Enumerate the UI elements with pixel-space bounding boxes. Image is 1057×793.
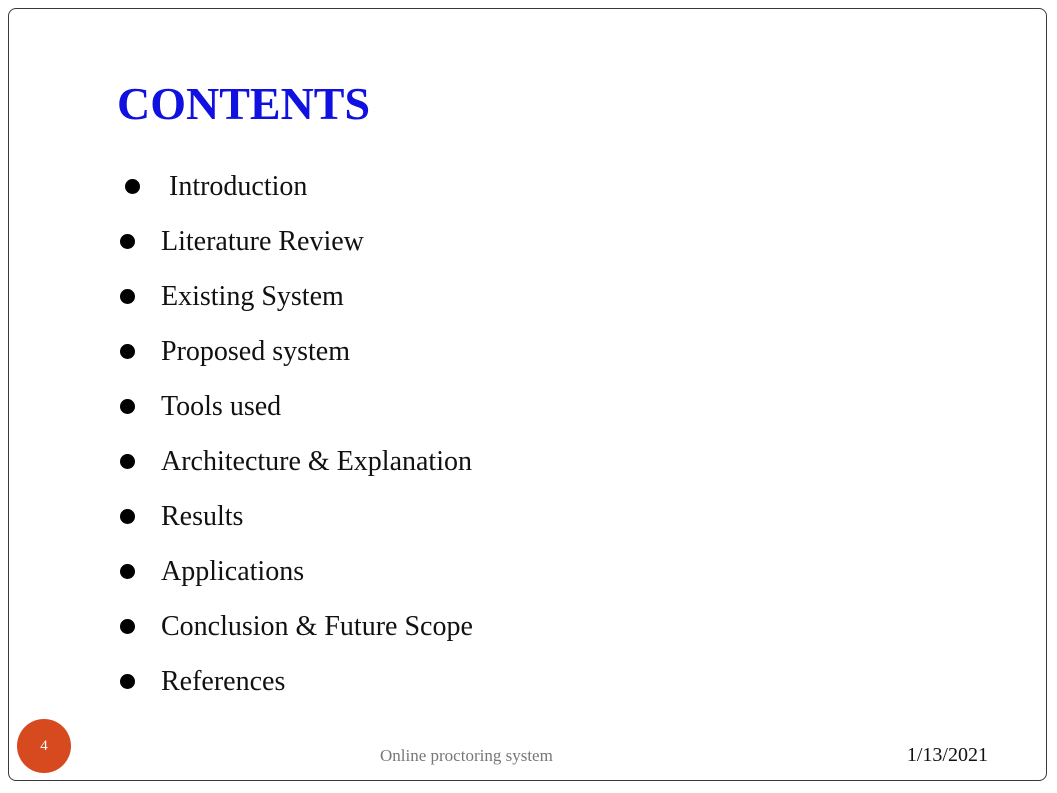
bullet-icon	[120, 399, 135, 414]
list-item-label: Existing System	[161, 280, 344, 312]
footer-date: 1/13/2021	[906, 744, 988, 766]
list-item: Results	[117, 489, 473, 544]
list-item: Proposed system	[117, 324, 473, 379]
slide: CONTENTS Introduction Literature Review …	[8, 8, 1047, 781]
list-item-label: Literature Review	[161, 225, 364, 257]
contents-list: Introduction Literature Review Existing …	[117, 159, 473, 709]
list-item-label: Tools used	[161, 390, 282, 422]
list-item-label: Applications	[161, 555, 305, 587]
list-item: Applications	[117, 544, 473, 599]
bullet-icon	[120, 289, 135, 304]
bullet-icon	[125, 179, 140, 194]
list-item: Literature Review	[117, 214, 473, 269]
list-item-label: Introduction	[169, 170, 308, 202]
list-item: References	[117, 654, 473, 709]
list-item: Tools used	[117, 379, 473, 434]
slide-number-badge: 4	[17, 719, 71, 773]
list-item-label: Proposed system	[161, 335, 350, 367]
list-item-label: Architecture & Explanation	[161, 445, 472, 477]
list-item: Architecture & Explanation	[117, 434, 473, 489]
bullet-icon	[120, 619, 135, 634]
list-item: Conclusion & Future Scope	[117, 599, 473, 654]
footer-text: Online proctoring system	[380, 746, 553, 765]
slide-title: CONTENTS	[117, 78, 371, 129]
list-item-label: Conclusion & Future Scope	[161, 610, 473, 642]
list-item-label: References	[161, 665, 286, 697]
bullet-icon	[120, 509, 135, 524]
bullet-icon	[120, 454, 135, 469]
bullet-icon	[120, 564, 135, 579]
bullet-icon	[120, 674, 135, 689]
bullet-icon	[120, 344, 135, 359]
list-item-label: Results	[161, 500, 244, 532]
bullet-icon	[120, 234, 135, 249]
list-item: Existing System	[117, 269, 473, 324]
list-item: Introduction	[117, 159, 473, 214]
